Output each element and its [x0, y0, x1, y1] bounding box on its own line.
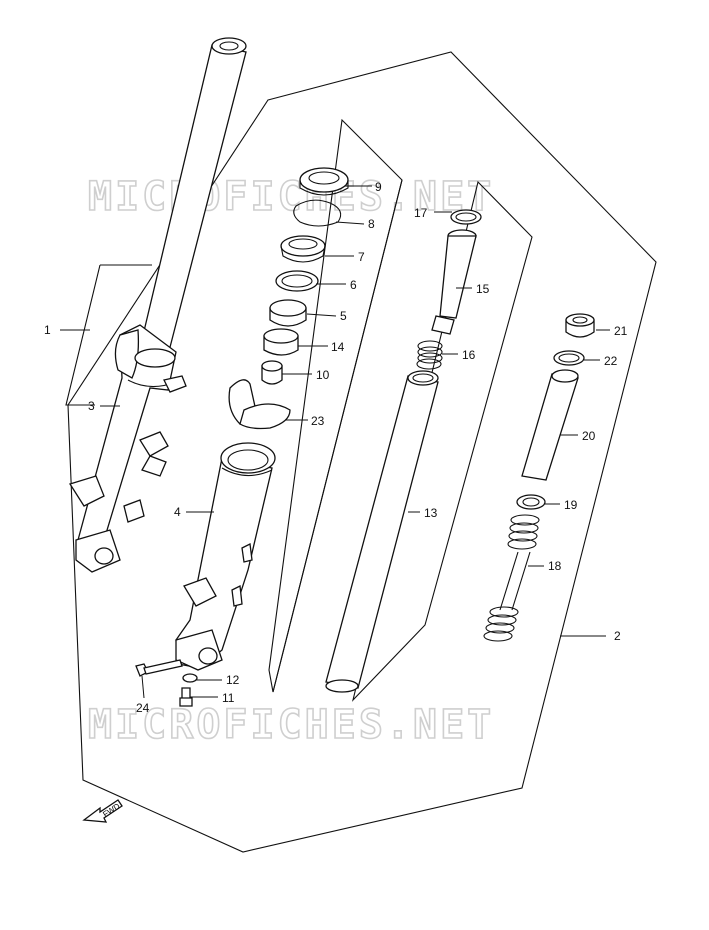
- part-15-piston-rod: [431, 229, 477, 335]
- part-1-fork-assembly: [68, 324, 187, 573]
- label-part-11: 11: [222, 691, 235, 705]
- label-part-12: 12: [226, 673, 240, 687]
- part-10-cylinder-base: [261, 360, 283, 385]
- part-21-cap-bolt: [565, 313, 595, 338]
- part-20-spacer: [521, 369, 579, 481]
- part-number-labels: 1 2 3 4 5 6 7 8 9 11 12 13 14 15 16 17 1…: [44, 180, 628, 715]
- watermark-bottom: MICROFICHES.NET: [88, 702, 494, 748]
- label-part-23: 23: [311, 414, 325, 428]
- label-part-22: 22: [604, 354, 618, 368]
- part-14-guide-bushing: [263, 328, 299, 356]
- label-part-20: 20: [582, 429, 596, 443]
- part-17-o-ring: [450, 209, 482, 225]
- label-part-1: 1: [44, 323, 51, 337]
- label-part-18: 18: [548, 559, 562, 573]
- label-part-8: 8: [368, 217, 375, 231]
- part-22-o-ring: [553, 350, 585, 366]
- label-part-19: 19: [564, 498, 578, 512]
- part-18-fork-spring: [483, 514, 540, 642]
- label-part-13: 13: [424, 506, 438, 520]
- inner-frame-right: [351, 180, 533, 702]
- part-11-drain-bolt: [179, 687, 193, 707]
- label-part-4: 4: [174, 505, 181, 519]
- part-24-bolt: [135, 659, 183, 677]
- part-19-washer: [516, 494, 546, 510]
- label-part-24: 24: [136, 701, 150, 715]
- part-13-damper-tube: [325, 370, 439, 693]
- assembly-2-frame: [67, 51, 657, 853]
- label-part-7: 7: [358, 250, 365, 264]
- label-part-15: 15: [476, 282, 490, 296]
- label-part-10: 10: [316, 368, 330, 382]
- label-part-6: 6: [350, 278, 357, 292]
- part-23-fork-protector: [228, 379, 291, 430]
- part-4-outer-tube: [175, 442, 276, 671]
- part-16-rebound-spring: [416, 340, 443, 370]
- label-part-14: 14: [331, 340, 345, 354]
- part-9-oil-seal: [299, 167, 349, 196]
- label-part-3: 3: [88, 399, 95, 413]
- fwd-arrow-icon: FWD: [82, 799, 123, 823]
- part-12-washer: [182, 673, 198, 683]
- watermark-top: MICROFICHES.NET: [88, 174, 494, 220]
- leader-lines: [60, 185, 610, 699]
- label-part-21: 21: [614, 324, 628, 338]
- part-3-inner-tube: [139, 37, 247, 356]
- inner-frame-left-edge: [272, 179, 403, 693]
- label-part-5: 5: [340, 309, 347, 323]
- part-7-dust-seal: [280, 235, 326, 263]
- part-5-slide-bushing: [269, 299, 307, 327]
- label-part-2: 2: [614, 629, 621, 643]
- part-6-washer: [275, 270, 319, 292]
- label-part-9: 9: [375, 180, 382, 194]
- label-part-17: 17: [414, 206, 428, 220]
- assembly-1-bracket: [65, 264, 152, 406]
- label-part-16: 16: [462, 348, 476, 362]
